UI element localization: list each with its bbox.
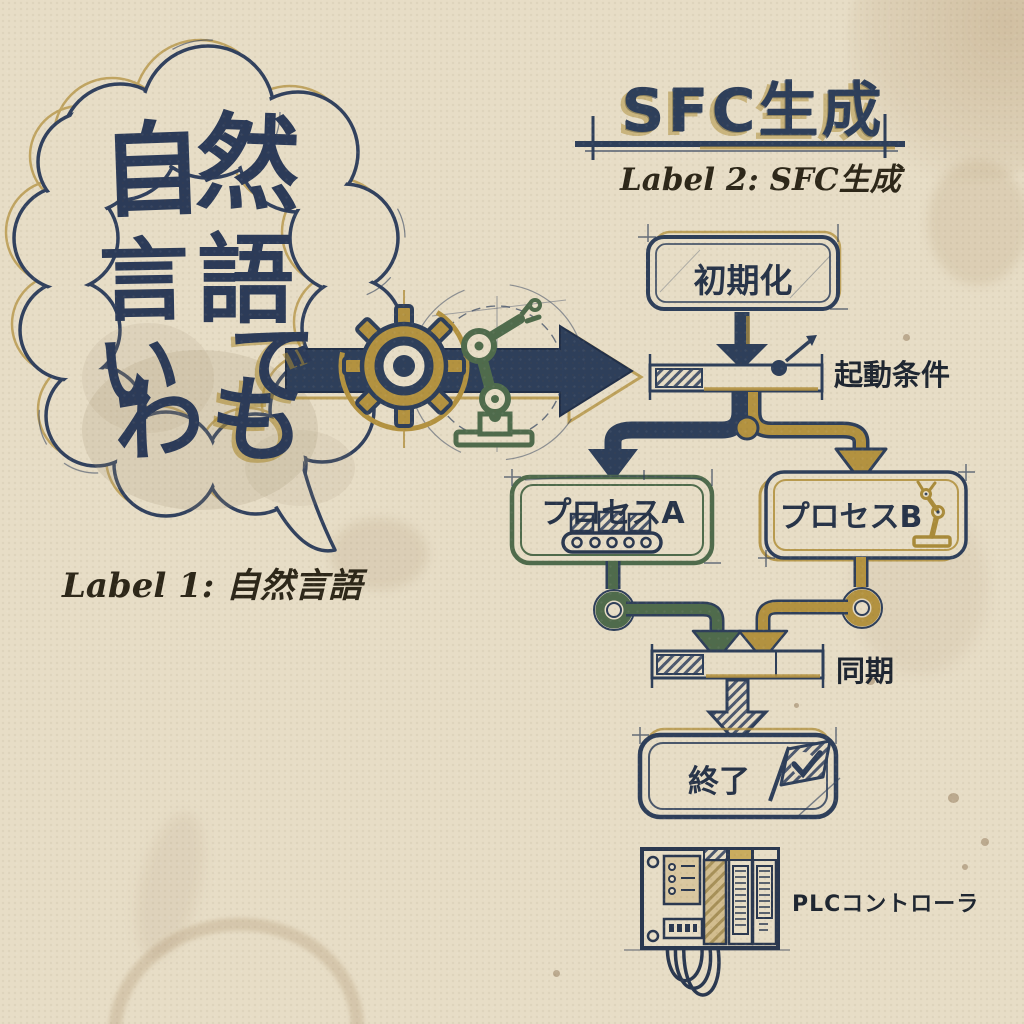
ink-speck — [981, 838, 989, 846]
step-end-label: 終了 — [688, 764, 750, 800]
speech-bubble — [4, 38, 406, 553]
ink-speck — [794, 703, 799, 708]
bubble-char: わ — [112, 366, 206, 476]
flow-arrow-1 — [716, 312, 768, 370]
flow-arrow-end — [705, 678, 770, 746]
ink-speck — [903, 334, 910, 341]
ink-speck — [866, 677, 875, 685]
finish-flag-check-icon — [768, 739, 832, 802]
transition-sync-label: 同期 — [836, 654, 895, 688]
conveyor-belt-icon — [561, 510, 663, 554]
branch-connectors — [588, 392, 888, 484]
page-title: SFC生成 — [621, 76, 885, 146]
ink-speck — [948, 793, 959, 803]
robot-arm-small-icon — [912, 480, 952, 548]
step-process-b-label: プロセスB — [779, 500, 923, 535]
plc-controller-label: PLCコントローラ — [792, 892, 980, 917]
bubble-char: 言 — [98, 227, 190, 335]
transition-start-label: 起動条件 — [834, 358, 951, 392]
plc-controller-icon — [624, 847, 790, 997]
bubble-char: 然 — [193, 100, 303, 227]
transition-bar-sync — [650, 644, 825, 688]
step-process-a-label: プロセスA — [541, 496, 685, 531]
label-2-caption: Label 2: SFC生成 — [620, 162, 901, 198]
ink-speck — [962, 864, 968, 870]
gear-icon — [338, 290, 470, 448]
ink-speck — [553, 970, 560, 977]
bubble-char: も — [208, 364, 306, 478]
bubble-char: 語 — [197, 223, 294, 337]
label-1-caption: Label 1: 自然言語 — [62, 566, 363, 606]
watercolor-stain — [82, 350, 318, 510]
title-underline — [575, 114, 905, 160]
process-b-box — [758, 464, 975, 567]
bubble-char: 自 — [98, 109, 206, 233]
process-a-box — [504, 469, 721, 566]
step-init-label: 初期化 — [693, 261, 793, 300]
robot-arm-icon — [453, 298, 542, 448]
compass-lines — [408, 283, 586, 461]
join-connectors — [593, 557, 883, 662]
transition-bar-start — [648, 335, 824, 400]
flow-init-box — [638, 224, 848, 311]
end-box — [632, 727, 841, 820]
start-switch-icon — [771, 335, 817, 376]
